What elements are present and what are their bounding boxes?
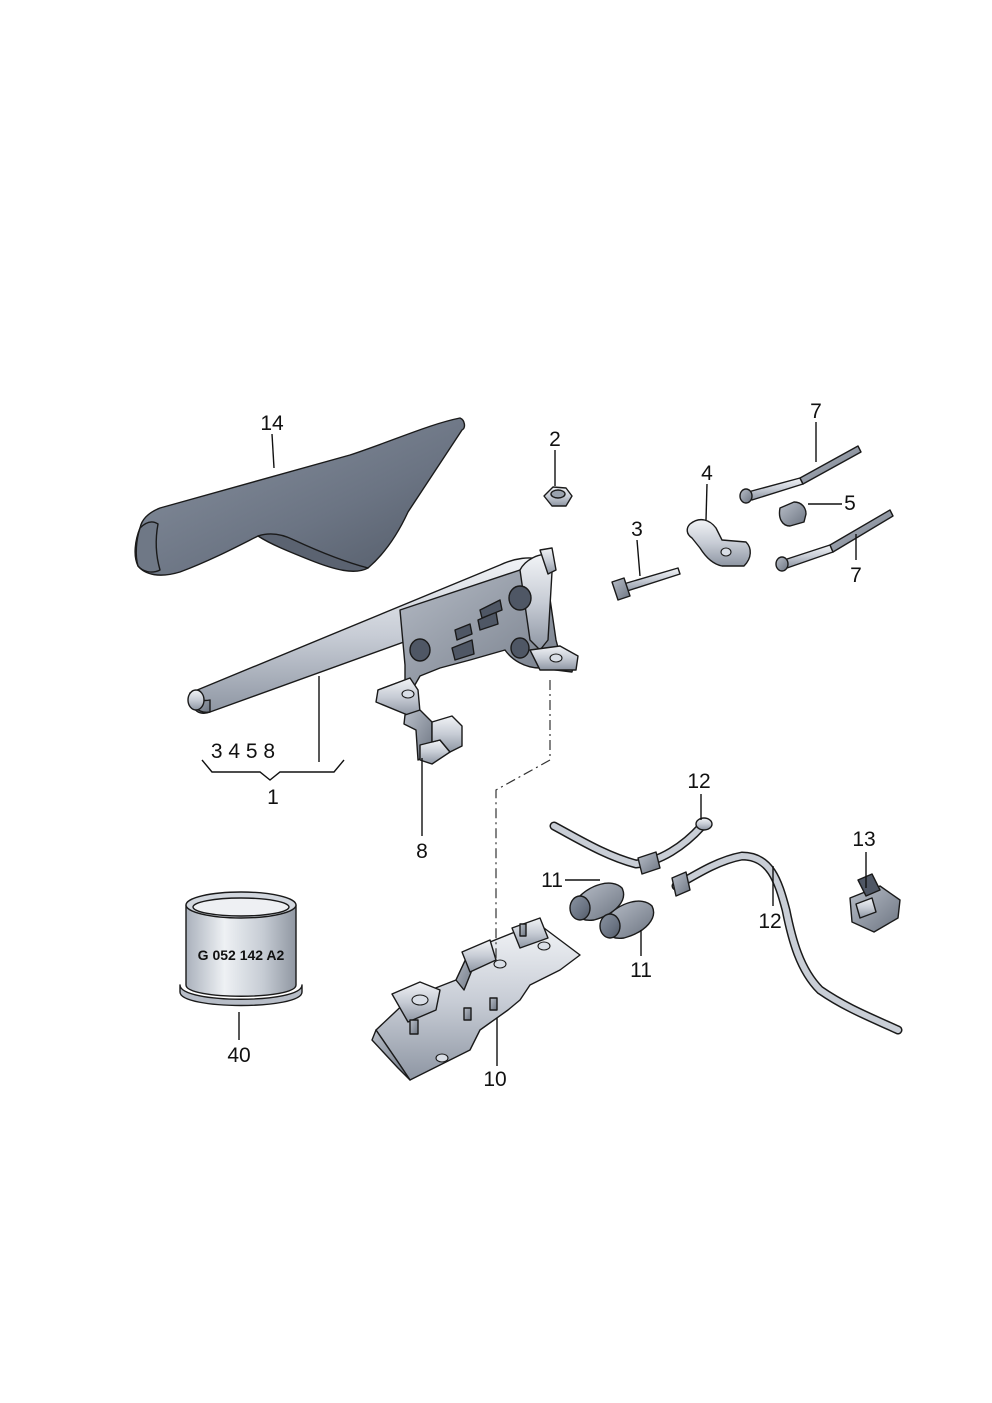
callout-11-upper: 11 xyxy=(541,869,563,892)
pipe-clip-part xyxy=(849,873,901,933)
sleeve-part: G 052 142 A2 xyxy=(179,891,303,1007)
callout-7-upper: 7 xyxy=(810,400,822,423)
callouts: 14 2 3 4 5 7 7 3 4 5 8 1 8 10 11 11 12 1… xyxy=(211,400,876,1091)
sleeve-part-number: G 052 142 A2 xyxy=(198,947,285,963)
clip-part xyxy=(403,709,463,765)
assembly-line xyxy=(495,680,551,960)
callout-10: 10 xyxy=(483,1068,506,1091)
callout-40: 40 xyxy=(227,1044,250,1067)
callout-group-1: 3 4 5 8 xyxy=(211,740,275,763)
group-brace xyxy=(201,759,345,781)
equalizer-part xyxy=(686,518,751,567)
callout-13: 13 xyxy=(852,828,875,851)
pin-part xyxy=(611,567,681,601)
cable-end-part xyxy=(778,501,807,527)
brake-pipe-lower-part xyxy=(671,851,903,1035)
mounting-bracket-part xyxy=(371,917,581,1081)
brake-pipe-upper-part xyxy=(549,817,713,875)
callout-5: 5 xyxy=(844,492,856,515)
lever-grip-part xyxy=(134,417,466,576)
leader-lines xyxy=(201,422,867,1066)
callout-1: 1 xyxy=(267,786,279,809)
callout-2: 2 xyxy=(549,428,561,451)
grommet-lower-part xyxy=(599,900,655,939)
grommet-upper-part xyxy=(569,882,625,921)
cable-lower-part xyxy=(775,509,894,572)
lever-assembly-part xyxy=(187,547,579,717)
nut-part xyxy=(543,486,573,507)
callout-4: 4 xyxy=(701,462,713,485)
callout-11-lower: 11 xyxy=(630,959,652,982)
callout-12-upper: 12 xyxy=(687,770,710,793)
callout-8: 8 xyxy=(416,840,428,863)
callout-7-lower: 7 xyxy=(850,564,862,587)
callout-12-lower: 12 xyxy=(758,910,781,933)
cable-upper-part xyxy=(739,445,862,504)
callout-14: 14 xyxy=(260,412,284,435)
callout-3: 3 xyxy=(631,518,643,541)
